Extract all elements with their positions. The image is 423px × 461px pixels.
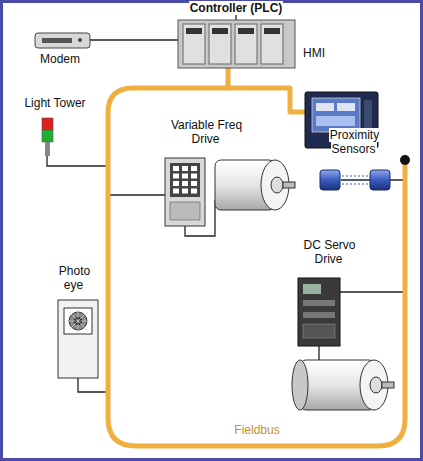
vfd-label-text: Variable Freq Drive <box>170 118 242 146</box>
modem-label: Modem <box>30 52 90 66</box>
vfd-drive <box>165 158 205 226</box>
servo-drive-label-text: DC Servo Drive <box>302 238 355 266</box>
servo-drive-label: DC Servo Drive <box>292 238 366 266</box>
keypad-key <box>182 189 188 194</box>
proximity-sensors <box>320 170 390 190</box>
ac-motor <box>215 160 295 210</box>
fieldbus-cable <box>108 66 405 446</box>
fieldbus-label: Fieldbus <box>222 423 292 437</box>
photo-eye-label: Photo eye <box>50 264 98 292</box>
hmi-label: HMI <box>297 46 331 60</box>
photo-eye-label-text: Photo eye <box>58 264 90 292</box>
servo-drive <box>298 278 340 346</box>
keypad-key <box>173 174 179 179</box>
servo-motor <box>292 360 394 410</box>
proximity-label-text: Proximity Sensors <box>329 128 379 156</box>
keypad-key <box>191 181 197 186</box>
fieldbus-label-text: Fieldbus <box>233 423 280 437</box>
keypad-key <box>173 166 179 171</box>
light-tower-icon <box>42 118 53 156</box>
keypad-key <box>182 174 188 179</box>
controller-label: Controller (PLC) <box>161 1 311 15</box>
wires <box>47 8 405 392</box>
keypad-key <box>173 181 179 186</box>
keypad-key <box>191 174 197 179</box>
keypad-key <box>182 166 188 171</box>
vfd-label: Variable Freq Drive <box>160 118 252 146</box>
keypad-key <box>191 189 197 194</box>
hmi-label-text: HMI <box>302 46 326 60</box>
bus-terminator <box>400 155 410 165</box>
plc-rack <box>178 20 295 68</box>
modem-label-text: Modem <box>39 52 81 66</box>
proximity-label: Proximity Sensors <box>312 128 396 156</box>
light-tower-label-text: Light Tower <box>23 96 86 110</box>
keypad-key <box>191 166 197 171</box>
photo-eye <box>58 300 98 378</box>
light-tower-label: Light Tower <box>10 96 100 110</box>
controller-label-text: Controller (PLC) <box>189 1 284 15</box>
keypad-key <box>182 181 188 186</box>
modem-icon <box>35 33 90 48</box>
keypad-key <box>173 189 179 194</box>
